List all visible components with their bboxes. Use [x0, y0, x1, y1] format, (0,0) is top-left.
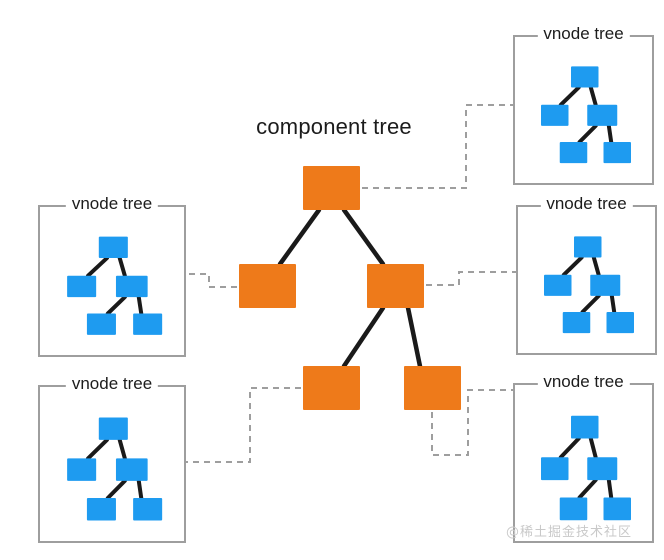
panel-mid-right-vnode-edge [609, 293, 617, 314]
component-edge [341, 305, 386, 369]
panel-top-right-vnode-node[interactable] [587, 104, 618, 126]
panel-bottom-left-tree [67, 417, 163, 521]
panel-bottom-right-vnode-edge [588, 436, 598, 460]
panel-top-right-vnode-edge [577, 123, 598, 144]
panel-bottom-left-vnode-node[interactable] [115, 458, 148, 481]
panel-label: vnode tree [65, 194, 159, 214]
panel-top-right-vnode-node[interactable] [603, 142, 632, 164]
panel-mid-right-vnode-node[interactable] [574, 236, 602, 258]
panel-mid-left-vnode-edge [117, 256, 127, 278]
conn-left-to-mid-left [186, 273, 237, 288]
panel-bottom-right-vnode-node[interactable] [559, 497, 588, 521]
panel-bottom-left-vnode-edge [117, 437, 127, 461]
panel-mid-left-vnode-edge [136, 295, 144, 316]
panel-label: vnode tree [537, 372, 630, 392]
panel-bottom-left-vnode-node[interactable] [98, 417, 128, 440]
panel-mid-left: vnode tree [38, 194, 186, 357]
panel-bottom-right-vnode-node[interactable] [603, 497, 632, 521]
component-node[interactable] [303, 366, 360, 410]
panel-bottom-left-vnode-edge [86, 437, 109, 461]
panel-mid-left-vnode-node[interactable] [133, 313, 163, 335]
panel-bottom-right-vnode-edge [577, 478, 598, 500]
panel-top-right-vnode-node[interactable] [571, 66, 599, 88]
panel-mid-left-vnode-nodes [67, 236, 163, 335]
component-edge [405, 305, 423, 369]
conn-leaf2-to-bottom-right [431, 389, 513, 456]
panel-top-right: vnode tree [513, 24, 654, 185]
panel-mid-right-tree [544, 236, 635, 334]
component-nodes [239, 166, 461, 410]
panel-bottom-left: vnode tree [38, 374, 186, 543]
panel-bottom-right-vnode-node[interactable] [587, 457, 618, 481]
panel-mid-left-vnode-node[interactable] [86, 313, 116, 335]
component-tree [239, 166, 461, 410]
panel-bottom-left-vnode-node[interactable] [67, 458, 97, 481]
panel-bottom-right-tree [541, 415, 632, 521]
panel-mid-right-vnode-edge [591, 255, 601, 277]
panel-mid-left-vnode-edges [86, 256, 144, 316]
panel-top-right-vnode-edge [558, 85, 581, 107]
component-edge [277, 207, 322, 267]
panel-top-right-vnode-edge [606, 123, 614, 144]
panel-bottom-left-vnode-nodes [67, 417, 163, 521]
page-title: component tree [256, 114, 412, 139]
panel-bottom-right: vnode tree [513, 372, 654, 543]
panel-bottom-left-vnode-node[interactable] [86, 498, 116, 521]
component-edge [341, 207, 386, 267]
panel-top-right-vnode-edges [558, 85, 614, 144]
panel-bottom-right-vnode-edge [606, 478, 614, 500]
panel-mid-right-vnode-node[interactable] [544, 274, 572, 296]
conn-leaf1-to-bottom-left [186, 387, 301, 463]
panel-mid-right-vnode-edge [580, 293, 601, 314]
panel-top-right-vnode-edge [588, 85, 598, 107]
panel-bottom-right-vnode-edge [558, 436, 581, 460]
panel-mid-left-vnode-edge [105, 295, 127, 316]
panel-bottom-left-vnode-node[interactable] [133, 498, 163, 521]
panel-bottom-right-vnode-nodes [541, 415, 632, 521]
panel-top-right-vnode-node[interactable] [559, 142, 588, 164]
component-node[interactable] [367, 264, 424, 308]
panel-bottom-right-vnode-node[interactable] [541, 457, 569, 481]
component-node[interactable] [303, 166, 360, 210]
watermark: @稀土掘金技术社区 [506, 525, 633, 540]
panel-mid-right-vnode-node[interactable] [562, 312, 591, 334]
panel-mid-right-vnode-nodes [544, 236, 635, 334]
panel-mid-right-vnode-node[interactable] [606, 312, 635, 334]
panel-bottom-right-vnode-node[interactable] [571, 415, 599, 439]
panel-top-right-tree [541, 66, 632, 164]
panel-mid-left-tree [67, 236, 163, 335]
panel-mid-right-vnode-edges [561, 255, 617, 314]
conn-right-to-mid-right [426, 271, 516, 286]
panel-mid-left-vnode-node[interactable] [115, 275, 148, 298]
panel-top-right-vnode-nodes [541, 66, 632, 164]
panel-mid-right: vnode tree [516, 194, 657, 355]
conn-root-to-top-right [362, 104, 513, 189]
component-node[interactable] [404, 366, 461, 410]
component-edges [277, 207, 423, 369]
connectors-layer [186, 104, 516, 463]
panel-top-right-vnode-node[interactable] [541, 104, 569, 126]
panel-bottom-right-vnode-edges [558, 436, 614, 500]
panel-bottom-left-vnode-edge [105, 478, 127, 500]
panel-bottom-left-vnode-edges [86, 437, 144, 500]
panel-bottom-left-vnode-edge [136, 478, 144, 500]
panel-label: vnode tree [540, 194, 633, 214]
panel-mid-left-vnode-node[interactable] [98, 236, 128, 259]
component-node[interactable] [239, 264, 296, 308]
panel-mid-left-vnode-node[interactable] [67, 275, 97, 298]
panel-mid-left-vnode-edge [86, 256, 109, 278]
panel-mid-right-vnode-edge [561, 255, 584, 277]
panel-mid-right-vnode-node[interactable] [590, 274, 621, 296]
panel-label: vnode tree [65, 374, 159, 394]
panel-label: vnode tree [537, 24, 630, 44]
